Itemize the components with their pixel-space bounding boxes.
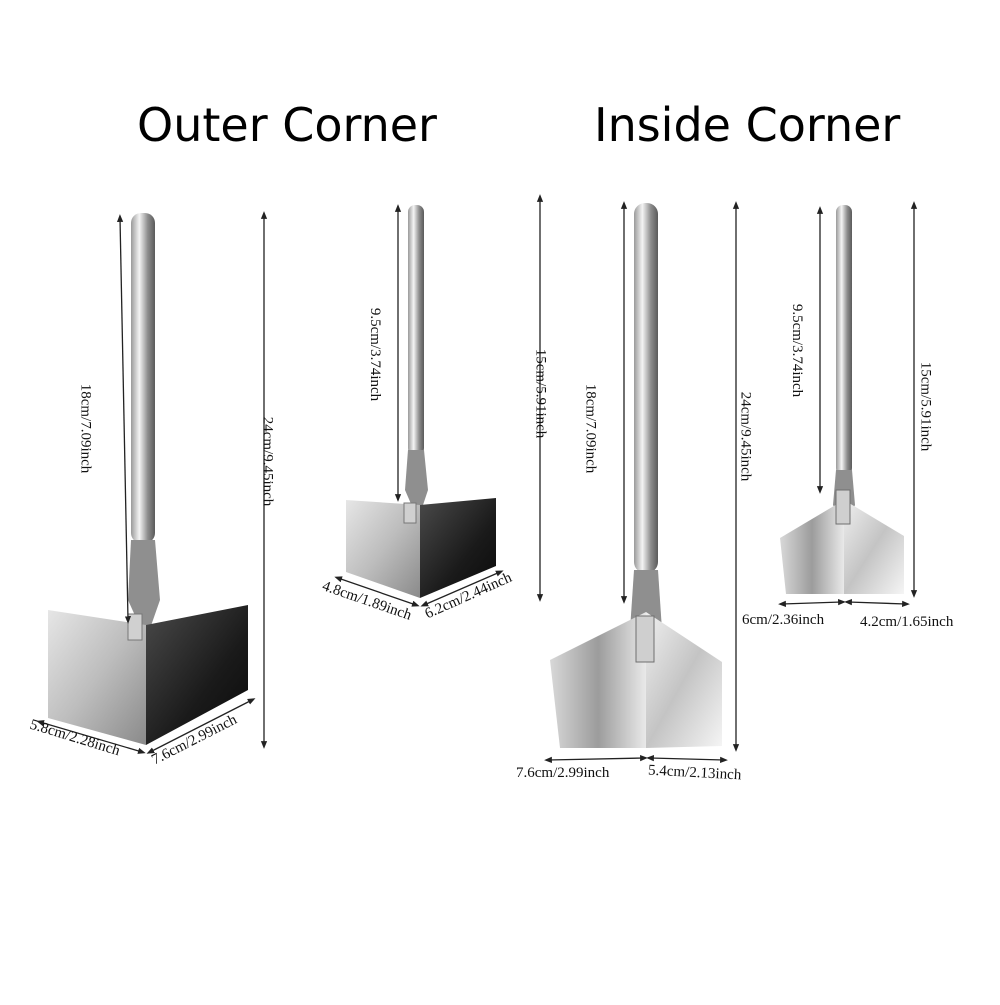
inside-small-total-label: 15cm/5.91inch [917,361,934,452]
left-blade [346,500,420,598]
inside-corner-heading: Inside Corner [594,98,901,152]
outer-corner-heading: Outer Corner [137,98,437,152]
outer-small-total-label: 15cm/5.91inch [532,348,549,439]
rivet-plate [835,489,851,525]
inside-corner-small-trowel [778,201,918,607]
left-blade [550,612,646,748]
handle [131,213,155,543]
inside-small-right-wing-label: 4.2cm/1.65inch [860,614,954,630]
left-blade [780,500,844,594]
outer-small-handle-label: 9.5cm/3.74inch [367,307,384,402]
left-blade [48,610,146,745]
inside-small-handle-label: 9.5cm/3.74inch [789,303,806,398]
inside-large-handle-label: 18cm/7.09inch [582,383,599,474]
rivet-plate [635,615,655,663]
outer-corner-small-trowel [334,194,544,607]
inside-corner-large-trowel [544,201,740,764]
handle [634,203,658,573]
handle [408,205,424,455]
rivet-plate [127,613,143,641]
outer-large-handle-label: 18cm/7.09inch [77,383,94,474]
handle [836,205,852,475]
outer-large-total-label: 24cm/9.45inch [259,416,276,507]
inside-large-left-wing-label: 7.6cm/2.99inch [516,765,610,781]
right-blade [844,500,904,594]
right-blade [646,612,722,748]
outer-corner-large-trowel [36,211,268,754]
inside-small-left-wing-label: 6cm/2.36inch [742,612,825,628]
inside-large-total-label: 24cm/9.45inch [737,391,754,482]
rivet-plate [403,502,417,524]
